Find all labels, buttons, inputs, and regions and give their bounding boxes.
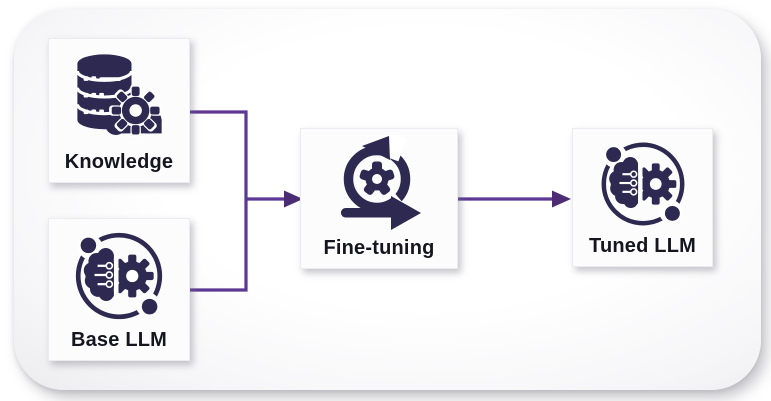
database-gear-icon [75,52,164,139]
node-label-fine-tuning: Fine-tuning [323,237,435,259]
connector-merge-knowledge-basellm [190,110,248,292]
ai-brain-gear-icon [594,135,692,233]
node-label-base-llm: Base LLM [70,329,168,351]
arrowhead-into-fine-tuning [284,190,303,208]
arrowhead-into-tuned-llm [552,190,571,208]
node-knowledge: Knowledge [48,38,190,183]
node-base-llm: Base LLM [48,218,190,361]
node-label-knowledge: Knowledge [64,151,174,173]
node-tuned-llm: Tuned LLM [572,128,713,267]
ai-brain-gear-icon [68,225,170,327]
node-fine-tuning: Fine-tuning [300,128,458,269]
node-label-tuned-llm: Tuned LLM [589,235,696,257]
iteration-cycle-icon [329,135,429,235]
